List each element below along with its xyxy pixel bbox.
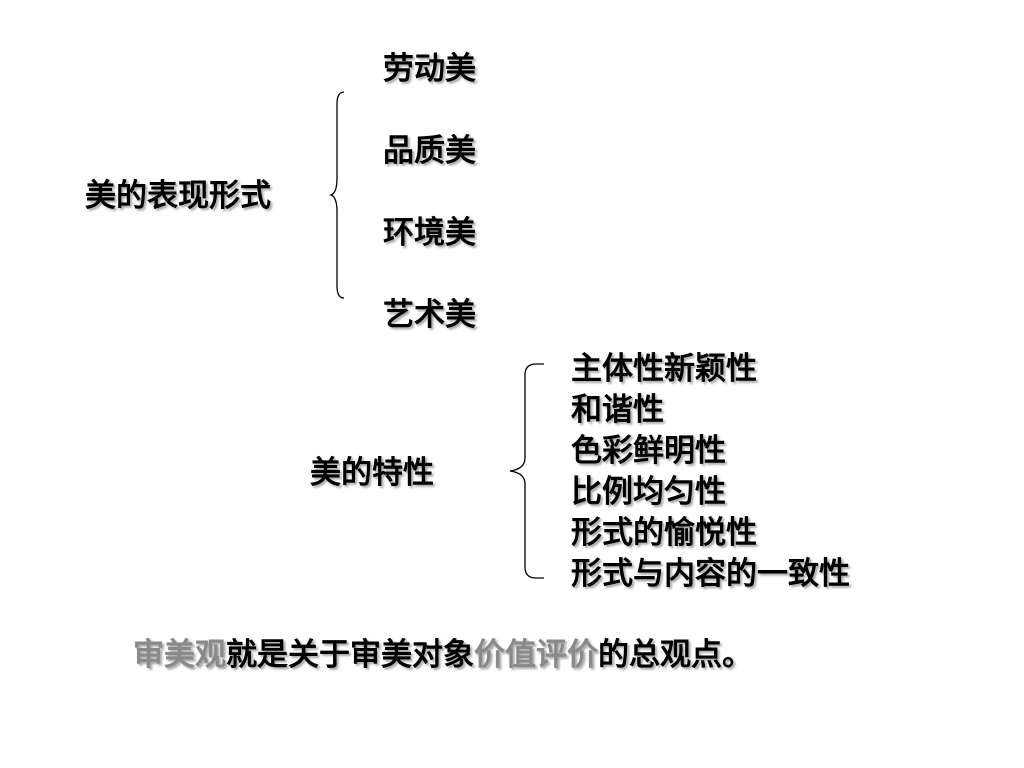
forms-brace xyxy=(328,91,345,299)
traits-item: 形式的愉悦性 xyxy=(571,515,757,551)
traits-item: 比例均匀性 xyxy=(571,474,726,510)
summary-text: 就是关于审美对象 xyxy=(226,637,474,673)
summary-term: 价值评价 xyxy=(474,637,598,673)
traits-item: 和谐性 xyxy=(571,392,664,428)
summary-sentence: 审美观就是关于审美对象价值评价的总观点。 xyxy=(133,640,753,671)
traits-title: 美的特性 xyxy=(310,455,434,491)
traits-item: 主体性新颖性 xyxy=(571,351,757,387)
forms-title: 美的表现形式 xyxy=(85,178,271,214)
traits-item: 色彩鲜明性 xyxy=(571,433,726,469)
summary-text: 的总观点。 xyxy=(598,637,753,673)
forms-item: 环境美 xyxy=(383,215,476,251)
forms-item: 艺术美 xyxy=(383,297,476,333)
traits-item: 形式与内容的一致性 xyxy=(571,556,850,592)
summary-term: 审美观 xyxy=(133,637,226,673)
forms-item: 劳动美 xyxy=(383,51,476,87)
forms-item: 品质美 xyxy=(383,133,476,169)
traits-brace xyxy=(509,363,544,579)
